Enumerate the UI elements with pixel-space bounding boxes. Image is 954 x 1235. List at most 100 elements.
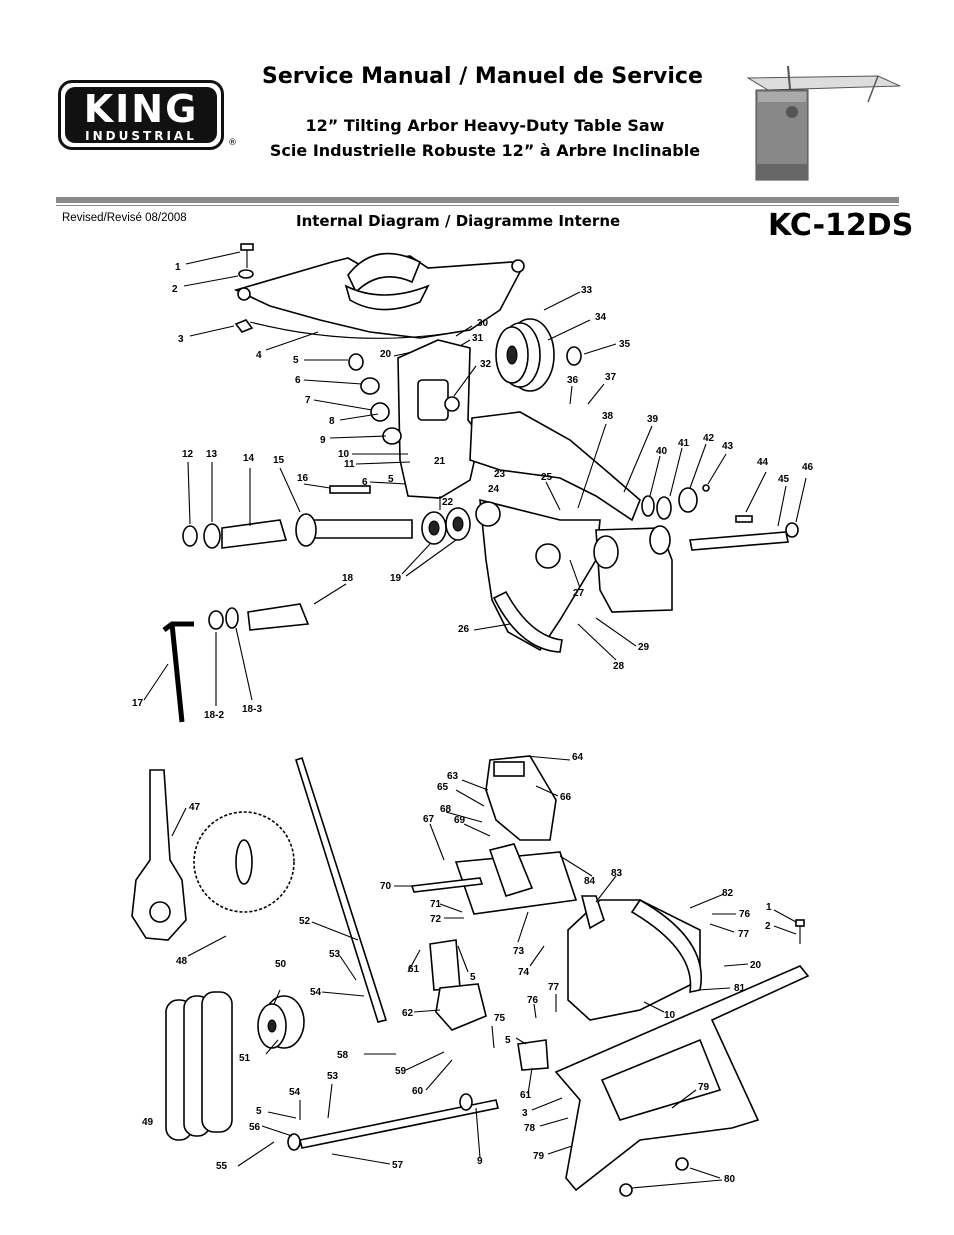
diagram-shape (795, 477, 807, 523)
diagram-shape (773, 909, 797, 923)
part-label: 83 (611, 868, 623, 879)
part-label: 25 (541, 472, 553, 483)
part-label: 30 (477, 318, 489, 329)
part-label: 26 (458, 624, 470, 635)
part-label: 84 (584, 876, 596, 887)
part-label: 79 (698, 1082, 710, 1093)
diagram-shape (702, 484, 710, 492)
part-label: 2 (765, 921, 771, 932)
part-label: 57 (392, 1160, 404, 1171)
part-label: 20 (380, 349, 392, 360)
diagram-shape (249, 321, 469, 339)
diagram-shape (459, 339, 471, 347)
diagram-shape (459, 1093, 473, 1111)
part-label: 22 (442, 497, 454, 508)
diagram-shape (531, 1097, 563, 1111)
part-label: 5 (470, 972, 476, 983)
part-label: 54 (289, 1087, 301, 1098)
diagram-shape (707, 453, 727, 485)
diagram-shape (331, 1153, 391, 1165)
diagram-shape (535, 785, 559, 797)
part-label: 78 (524, 1123, 536, 1134)
part-label: 72 (430, 914, 442, 925)
header-rule-thin (56, 205, 899, 206)
diagram-shape (295, 513, 317, 547)
diagram-shape (697, 987, 731, 991)
diagram-shape (595, 875, 617, 903)
diagram-shape (225, 607, 239, 629)
part-label: 62 (402, 1008, 414, 1019)
part-label: 5 (293, 355, 299, 366)
part-label: 1 (175, 262, 181, 273)
diagram-shape (131, 769, 187, 941)
diagram-shape (445, 811, 483, 823)
part-label: 53 (327, 1071, 339, 1082)
diagram-shape (675, 1157, 689, 1171)
diagram-shape (444, 396, 460, 412)
part-label: 61 (520, 1090, 532, 1101)
diagram-shape (405, 1051, 445, 1071)
part-label: 45 (778, 474, 790, 485)
diagram-shape (303, 483, 331, 489)
diagram-shape (671, 1089, 697, 1109)
diagram-shape (313, 583, 347, 605)
part-labels: 1 2 3 4 5 6 7 8 9 10 11 6 5 12 13 14 15 … (132, 262, 814, 1185)
logo-word: KING (83, 87, 199, 131)
part-label: 13 (206, 449, 218, 460)
part-label: 71 (430, 899, 442, 910)
part-label: 61 (408, 964, 420, 975)
diagram-shape (273, 989, 281, 1005)
part-label: 10 (664, 1010, 676, 1021)
part-label: 19 (390, 573, 402, 584)
diagram-shape (469, 411, 641, 522)
diagram-shape (369, 481, 407, 485)
diagram-shape (580, 895, 605, 930)
part-label: 77 (548, 982, 560, 993)
diagram-shape (221, 519, 288, 549)
diagram-shape (506, 345, 518, 365)
diagram-shape (773, 925, 797, 935)
diagram-shape (641, 495, 655, 517)
diagram-shape (410, 877, 484, 893)
part-label: 18-2 (204, 710, 224, 721)
diagram-shape (347, 252, 422, 294)
part-label: 68 (440, 804, 452, 815)
part-label: 1 (766, 902, 772, 913)
diagram-shape (311, 519, 413, 539)
part-label: 9 (320, 435, 326, 446)
diagram-shape (547, 1145, 573, 1155)
diagram-shape (355, 461, 411, 465)
diagram-shape (543, 291, 581, 311)
diagram-shape (327, 1083, 333, 1119)
diagram-shape (475, 1107, 481, 1159)
part-label: 33 (581, 285, 593, 296)
part-label: 43 (722, 441, 734, 452)
part-label: 5 (388, 474, 394, 485)
part-label: 48 (176, 956, 188, 967)
diagram-shape (455, 325, 473, 337)
part-label: 15 (273, 455, 285, 466)
part-label: 46 (802, 462, 814, 473)
diagram-shape (577, 623, 617, 661)
diagram-shape (417, 379, 449, 421)
part-label: 54 (310, 987, 322, 998)
diagram-shape (428, 520, 440, 536)
part-label: 9 (477, 1156, 483, 1167)
part-label: 74 (518, 967, 530, 978)
part-label: 63 (447, 771, 459, 782)
part-label: 64 (572, 752, 584, 763)
king-industrial-logo: KING INDUSTRIAL (58, 80, 224, 150)
diagram-shape (623, 425, 653, 493)
part-label: 20 (750, 960, 762, 971)
part-label: 41 (678, 438, 690, 449)
part-label: 38 (602, 411, 614, 422)
diagram-shape (525, 755, 571, 761)
part-label: 3 (522, 1108, 528, 1119)
diagram-shape (517, 911, 529, 943)
header-rule-thick (56, 197, 899, 203)
part-label: 28 (613, 661, 625, 672)
diagram-shape (485, 755, 557, 841)
part-label: 49 (142, 1117, 154, 1128)
diagram-shape (488, 843, 534, 897)
